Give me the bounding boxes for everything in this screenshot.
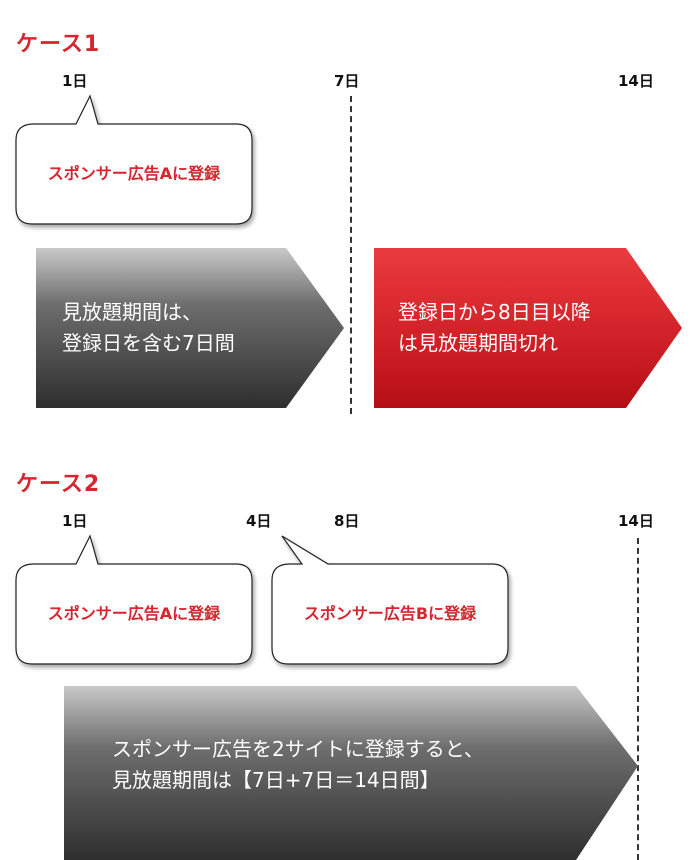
case2-bubble-a-label: スポンサー広告Aに登録 xyxy=(47,604,221,623)
case2-gray-line2: 見放題期間は【7日+7日＝14日間】 xyxy=(112,768,440,792)
arrow-shape xyxy=(64,686,638,860)
case1-bubble-a: スポンサー広告Aに登録 xyxy=(14,94,254,228)
case2-bubble-a: スポンサー広告Aに登録 xyxy=(14,534,254,668)
case2-day-14: 14日 xyxy=(618,512,654,530)
case1-gray-arrow-text: 見放題期間は、 登録日を含む7日間 xyxy=(62,297,235,359)
case1-gray-arrow: 見放題期間は、 登録日を含む7日間 xyxy=(36,248,346,408)
case2-day-8: 8日 xyxy=(334,512,360,530)
arrow-shape xyxy=(374,248,682,408)
case2-day-4: 4日 xyxy=(246,512,272,530)
case1-red-arrow-text: 登録日から8日目以降 は見放題期間切れ xyxy=(398,297,591,359)
case1-red-arrow: 登録日から8日目以降 は見放題期間切れ xyxy=(374,248,684,408)
case2-gray-line1: スポンサー広告を2サイトに登録すると、 xyxy=(112,737,484,761)
case2-gray-arrow-text: スポンサー広告を2サイトに登録すると、 見放題期間は【7日+7日＝14日間】 xyxy=(112,734,484,796)
case1-red-line1: 登録日から8日目以降 xyxy=(398,300,591,324)
case2-bubble-b: スポンサー広告Bに登録 xyxy=(270,535,510,668)
case1-bubble-a-label: スポンサー広告Aに登録 xyxy=(47,164,221,183)
arrow-shape xyxy=(36,248,344,408)
case1-day-1: 1日 xyxy=(62,72,88,90)
case1-gray-line1: 見放題期間は、 xyxy=(62,300,202,324)
case1-day-14: 14日 xyxy=(618,72,654,90)
case2-day14-divider xyxy=(637,538,639,860)
case1-gray-line2: 登録日を含む7日間 xyxy=(62,331,235,355)
case1-title: ケース1 xyxy=(16,32,101,57)
case1-day7-divider xyxy=(350,96,352,414)
case1-day-7: 7日 xyxy=(334,72,360,90)
speech-bubble-shape xyxy=(15,534,253,665)
case1-red-line2: は見放題期間切れ xyxy=(398,331,558,355)
case2-gray-arrow: スポンサー広告を2サイトに登録すると、 見放題期間は【7日+7日＝14日間】 xyxy=(64,686,640,860)
speech-bubble-shape xyxy=(271,535,509,665)
speech-bubble-shape xyxy=(15,94,253,225)
case2-day-1: 1日 xyxy=(62,512,88,530)
case2-title: ケース2 xyxy=(16,472,101,497)
case2-bubble-b-label: スポンサー広告Bに登録 xyxy=(303,604,477,623)
